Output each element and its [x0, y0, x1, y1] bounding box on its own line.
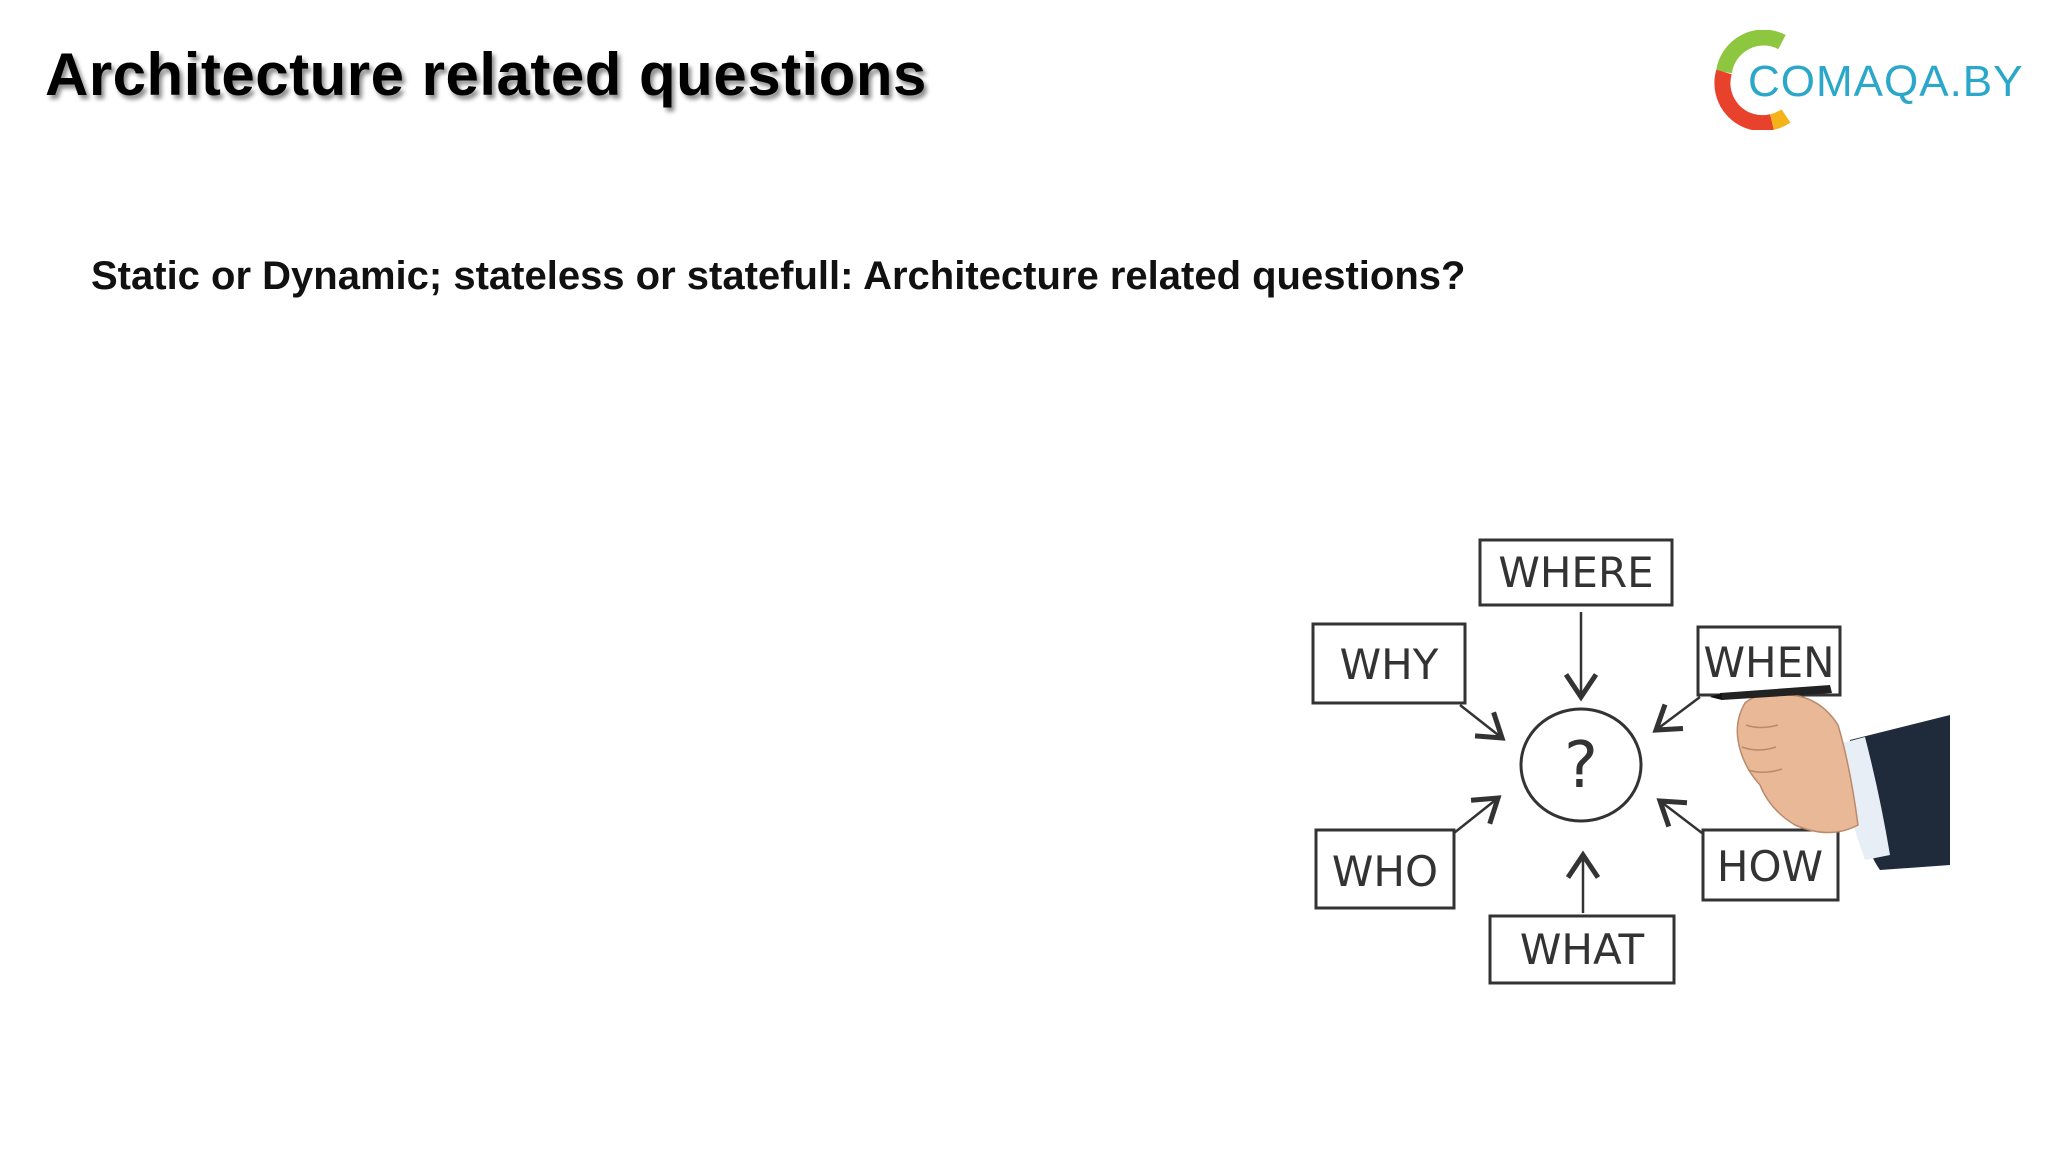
slide-subtitle: Static or Dynamic; stateless or stateful… — [91, 254, 1466, 298]
who-label: WHO — [1332, 847, 1438, 896]
questions-sketch: WHERE WHY WHEN WHO HOW — [1290, 525, 1950, 1005]
slide-title: Architecture related questions — [45, 41, 927, 108]
arrow-why — [1459, 704, 1506, 741]
what-label: WHAT — [1520, 925, 1645, 974]
logo-text-suffix: .BY — [1949, 57, 2024, 106]
who-box: WHO — [1314, 828, 1456, 910]
arrow-how — [1656, 798, 1703, 834]
arrow-who — [1453, 795, 1502, 834]
logo-text-main: COMAQA — [1748, 57, 1950, 106]
when-box: WHEN — [1696, 625, 1842, 697]
what-box: WHAT — [1488, 914, 1676, 985]
when-label: WHEN — [1703, 638, 1834, 687]
question-mark: ? — [1564, 729, 1598, 803]
arrow-when — [1652, 696, 1701, 733]
logo-ring-icon — [1714, 30, 1791, 130]
hand-with-marker-icon — [1710, 685, 1950, 870]
why-label: WHY — [1340, 640, 1439, 689]
comaqa-logo: COMAQA.BY — [1712, 30, 2032, 130]
questions-diagram: WHERE WHY WHEN WHO HOW — [1311, 538, 1950, 985]
how-label: HOW — [1717, 842, 1823, 891]
why-box: WHY — [1311, 622, 1467, 705]
where-box: WHERE — [1478, 538, 1674, 607]
question-circle: ? — [1519, 707, 1643, 823]
where-label: WHERE — [1498, 548, 1653, 597]
logo-text: COMAQA.BY — [1748, 57, 2024, 107]
how-box: HOW — [1701, 828, 1840, 902]
